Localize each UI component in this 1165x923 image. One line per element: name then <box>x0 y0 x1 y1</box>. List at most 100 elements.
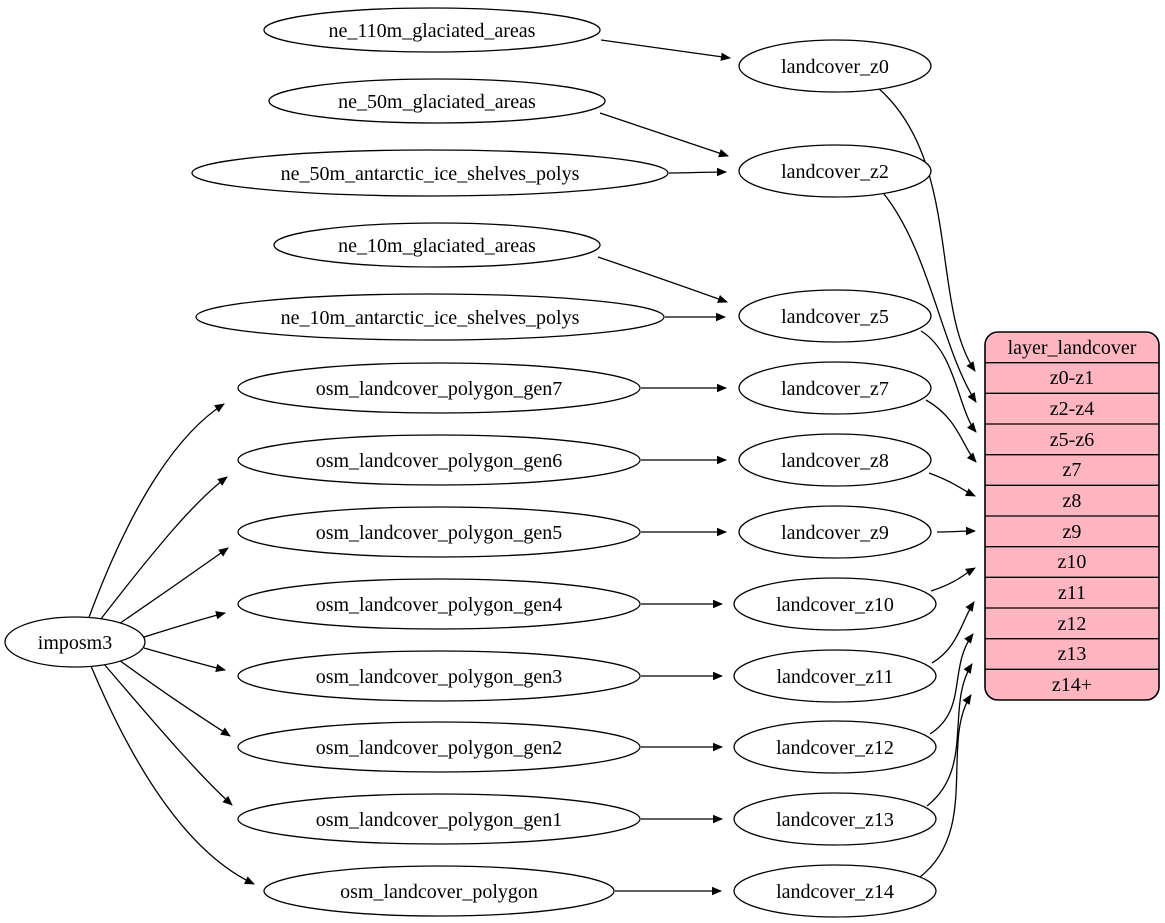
layer-table-row: z5-z6 <box>1050 429 1094 451</box>
layer-table-row: z10 <box>1058 551 1087 573</box>
node-osm-landcover-polygon-gen7: osm_landcover_polygon_gen7 <box>237 362 641 414</box>
node-ellipse <box>738 144 932 198</box>
layer-table-row: z11 <box>1058 582 1086 604</box>
node-label: osm_landcover_polygon_gen2 <box>316 737 563 759</box>
node-label: landcover_z11 <box>777 666 894 688</box>
node-layer-landcover-table: layer_landcover z0-z1 z2-z4 z5-z6 z7 z8 … <box>984 331 1160 701</box>
node-ellipse <box>4 616 146 668</box>
layer-table-row: z2-z4 <box>1050 398 1094 420</box>
node-ellipse <box>237 578 641 630</box>
node-osm-landcover-polygon-gen5: osm_landcover_polygon_gen5 <box>237 506 641 558</box>
layer-table-row: z14+ <box>1052 674 1092 696</box>
node-label: landcover_z7 <box>781 378 889 400</box>
node-label: landcover_z14 <box>776 881 894 903</box>
node-ellipse <box>237 721 641 773</box>
node-label: landcover_z13 <box>776 809 894 831</box>
edge-z13-to-row-z13 <box>926 663 973 807</box>
node-label: osm_landcover_polygon_gen5 <box>316 522 563 544</box>
layer-table-row: z0-z1 <box>1050 367 1094 389</box>
node-ne-10m-antarctic-ice-shelves-polys: ne_10m_antarctic_ice_shelves_polys <box>195 293 665 341</box>
node-label: osm_landcover_polygon_gen7 <box>316 378 563 400</box>
edge-z12-to-row-z12 <box>929 633 974 735</box>
edge-ne50m-antarctic-to-z2 <box>668 167 727 177</box>
node-landcover-z14: landcover_z14 <box>733 864 937 918</box>
node-landcover-z10: landcover_z10 <box>733 577 937 631</box>
node-osm-landcover-polygon: osm_landcover_polygon <box>263 865 615 917</box>
node-landcover-z8: landcover_z8 <box>738 433 932 487</box>
node-osm-landcover-polygon-gen6: osm_landcover_polygon_gen6 <box>237 434 641 486</box>
node-label: ne_50m_glaciated_areas <box>338 91 536 113</box>
node-ellipse <box>733 577 937 631</box>
layer-table-title: layer_landcover <box>1008 337 1137 359</box>
node-osm-landcover-polygon-gen1: osm_landcover_polygon_gen1 <box>237 793 641 845</box>
node-ellipse <box>733 649 937 703</box>
edge-z8-to-row-z8 <box>928 472 976 497</box>
layer-table-row: z12 <box>1058 613 1087 635</box>
edge-imposm3-to-polygon <box>90 665 255 885</box>
edge-z0-to-row-z0z1 <box>876 86 976 372</box>
node-landcover-z0: landcover_z0 <box>738 39 932 93</box>
node-landcover-z9: landcover_z9 <box>738 505 932 559</box>
node-label: imposm3 <box>38 632 112 654</box>
node-ellipse <box>733 864 937 918</box>
node-ne-50m-antarctic-ice-shelves-polys: ne_50m_antarctic_ice_shelves_polys <box>191 149 669 197</box>
node-ellipse <box>733 792 937 846</box>
node-ellipse <box>738 361 932 415</box>
edge-z14-to-row-z14plus <box>919 694 972 878</box>
node-osm-landcover-polygon-gen2: osm_landcover_polygon_gen2 <box>237 721 641 773</box>
node-label: ne_10m_glaciated_areas <box>338 235 536 257</box>
node-ellipse <box>237 506 641 558</box>
node-osm-landcover-polygon-gen3: osm_landcover_polygon_gen3 <box>237 650 641 702</box>
node-ellipse <box>237 434 641 486</box>
layer-table-row: z9 <box>1063 521 1082 543</box>
node-ne-50m-glaciated-areas: ne_50m_glaciated_areas <box>268 78 606 124</box>
node-label: landcover_z12 <box>776 737 894 759</box>
edge-z7-to-row-z7 <box>925 399 977 463</box>
node-ellipse <box>237 650 641 702</box>
node-landcover-z5: landcover_z5 <box>738 289 932 343</box>
edge-layer <box>87 39 977 896</box>
node-label: landcover_z9 <box>781 522 889 544</box>
node-ellipse <box>273 222 601 268</box>
edge-imposm3-to-gen3 <box>143 647 226 673</box>
node-landcover-z12: landcover_z12 <box>733 720 937 774</box>
edge-ne50m-glaciated-to-z2 <box>599 112 729 158</box>
node-ellipse <box>191 149 669 197</box>
node-ellipse <box>738 433 932 487</box>
edge-ne10m-glaciated-to-z5 <box>597 256 728 303</box>
edge-imposm3-to-gen1 <box>103 663 233 806</box>
node-landcover-z13: landcover_z13 <box>733 792 937 846</box>
layer-table-row: z7 <box>1063 459 1082 481</box>
layer-table-row: z8 <box>1063 490 1082 512</box>
node-ellipse <box>263 7 601 53</box>
node-label: landcover_z8 <box>781 450 889 472</box>
node-landcover-z7: landcover_z7 <box>738 361 932 415</box>
node-label: osm_landcover_polygon_gen3 <box>316 666 563 688</box>
edge-imposm3-to-gen2 <box>118 659 231 737</box>
edge-imposm3-to-gen4 <box>143 611 226 638</box>
node-label: osm_landcover_polygon_gen1 <box>316 809 563 831</box>
layer-table-row: z13 <box>1058 643 1087 665</box>
node-ellipse <box>237 362 641 414</box>
edge-z5-to-row-z5z6 <box>920 330 977 433</box>
node-label: ne_50m_antarctic_ice_shelves_polys <box>281 163 580 185</box>
node-ellipse <box>268 78 606 124</box>
edge-ne110m-to-z0 <box>600 39 731 61</box>
node-ne-10m-glaciated-areas: ne_10m_glaciated_areas <box>273 222 601 268</box>
node-label: ne_110m_glaciated_areas <box>329 20 536 42</box>
node-ne-110m-glaciated-areas: ne_110m_glaciated_areas <box>263 7 601 53</box>
node-label: osm_landcover_polygon_gen6 <box>316 450 563 472</box>
node-ellipse <box>733 720 937 774</box>
node-landcover-z11: landcover_z11 <box>733 649 937 703</box>
node-label: landcover_z5 <box>781 306 889 328</box>
node-label: osm_landcover_polygon <box>340 881 538 903</box>
edge-imposm3-to-gen5 <box>109 547 229 631</box>
edge-imposm3-to-gen6 <box>96 476 228 625</box>
node-ellipse <box>237 793 641 845</box>
node-imposm3: imposm3 <box>4 616 146 668</box>
node-ellipse <box>738 289 932 343</box>
node-ellipse <box>738 505 932 559</box>
edge-z2-to-row-z2z4 <box>883 193 977 403</box>
